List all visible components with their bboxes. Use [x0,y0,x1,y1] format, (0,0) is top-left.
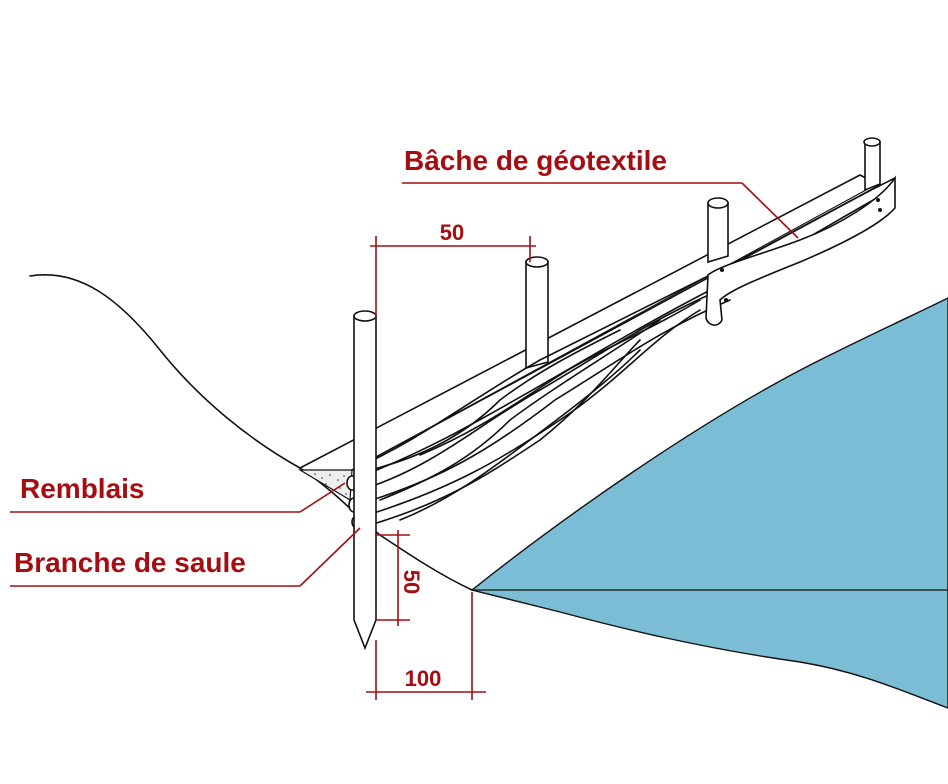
label-geotextile-text: Bâche de géotextile [404,145,667,176]
post-back-3 [863,137,881,192]
post-front [353,310,377,651]
dim-offset-label: 100 [405,666,442,691]
label-remblais-text: Remblais [20,473,145,504]
label-remblais: Remblais [10,473,346,513]
dimension-offset: 100 [366,592,486,700]
post-back-1 [525,256,549,370]
dim-depth-label: 50 [399,570,424,594]
water-area [470,297,948,709]
dim-spacing-label: 50 [440,220,464,245]
label-branche: Branche de saule [10,527,361,587]
dimension-spacing: 50 [370,220,536,318]
bank-profile [29,274,473,591]
label-geotextile: Bâche de géotextile [402,145,799,239]
log-clamp [705,175,896,326]
dimension-depth: 50 [376,530,424,626]
label-branche-text: Branche de saule [14,547,246,578]
post-back-2 [707,197,729,264]
willow-branches [351,177,896,529]
